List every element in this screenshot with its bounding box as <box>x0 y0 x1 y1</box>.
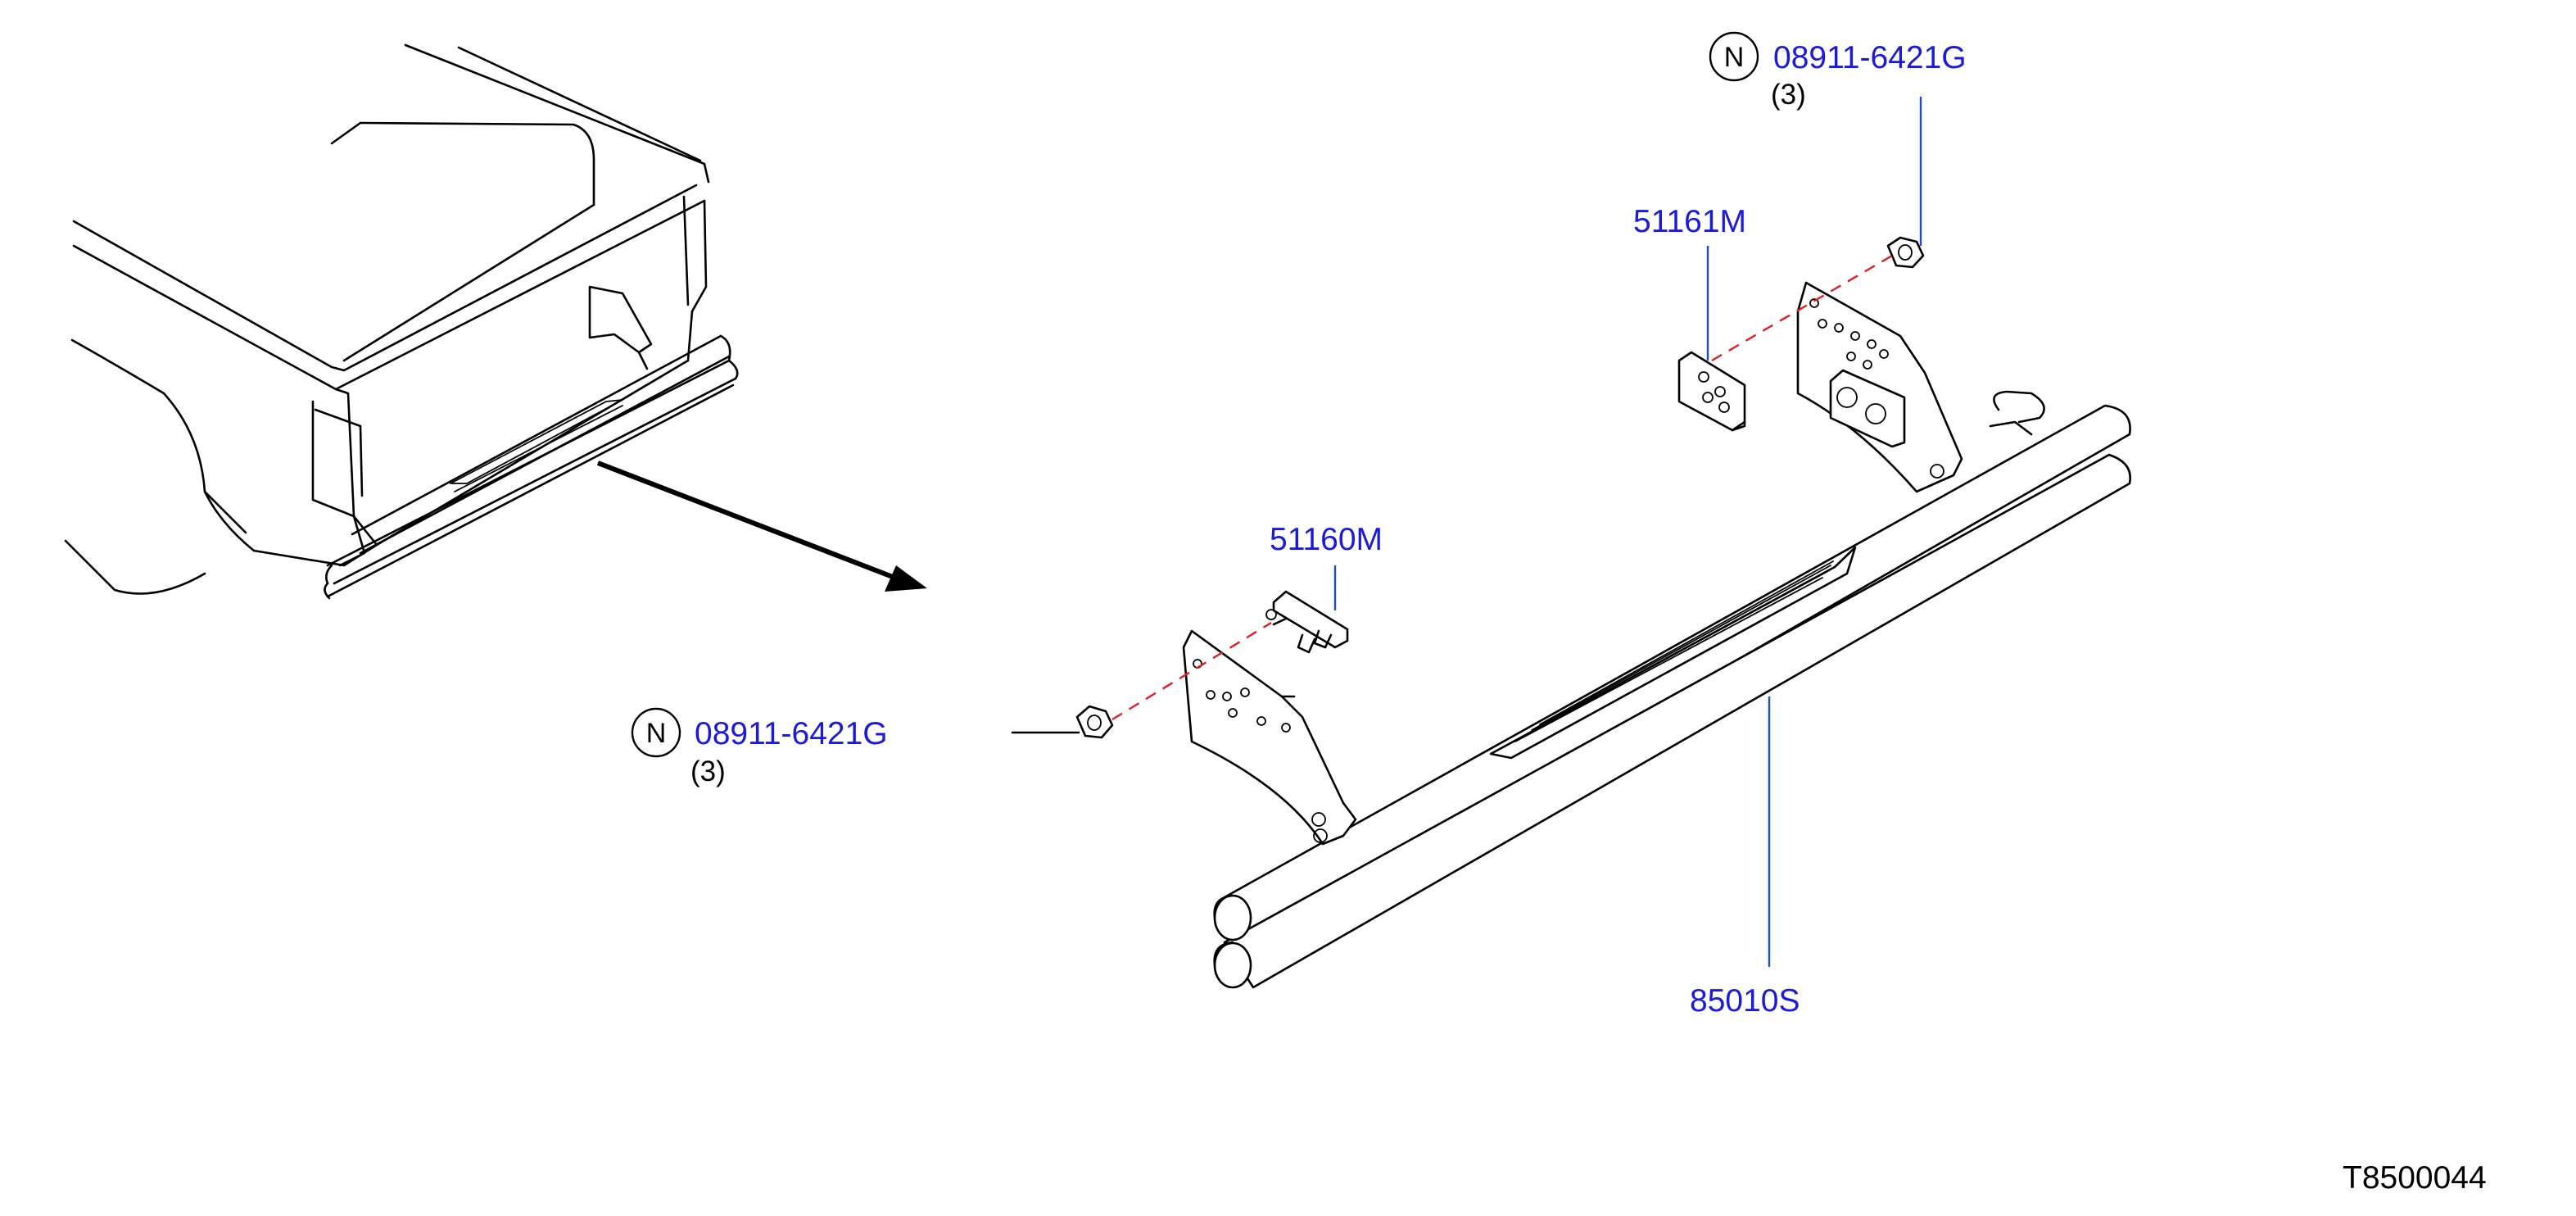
flange-nut-left[interactable] <box>1075 705 1114 739</box>
n-mark-circle <box>1709 31 1759 82</box>
part-number-label[interactable]: 85010S <box>1690 983 1800 1019</box>
callout-nut-left[interactable]: N 08911-6421G (3) <box>631 707 888 787</box>
leader-lines <box>1012 97 1922 967</box>
n-mark-text: N <box>1724 42 1745 73</box>
part-number-label[interactable]: 08911-6421G <box>695 716 888 751</box>
diagram-code: T8500044 <box>2343 1160 2487 1196</box>
callout-bracket-right[interactable]: 51161M <box>1633 204 1746 239</box>
quantity-label: (3) <box>1771 79 1806 111</box>
truck-rear-overview <box>64 43 739 600</box>
tube-end-upper <box>1213 894 1252 941</box>
callout-nut-top[interactable]: N 08911-6421G (3) <box>1709 31 1967 111</box>
n-mark-text: N <box>646 718 667 749</box>
direction-arrow <box>596 461 927 592</box>
part-number-label[interactable]: 51161M <box>1633 204 1746 239</box>
flange-nut-top[interactable] <box>1886 236 1925 269</box>
alignment-lines <box>1111 254 1893 721</box>
part-number-label[interactable]: 51160M <box>1270 522 1383 557</box>
callout-bracket-left[interactable]: 51160M <box>1270 522 1383 557</box>
part-number-label[interactable]: 08911-6421G <box>1773 40 1967 75</box>
left-mounting-plate <box>1182 629 1357 846</box>
right-mounting-plate <box>1796 281 1963 493</box>
step-bar[interactable] <box>1213 390 2131 989</box>
callout-step-bar[interactable]: 85010S <box>1690 983 1800 1019</box>
bracket-51161m[interactable] <box>1677 351 1746 432</box>
n-mark-circle <box>631 707 681 758</box>
quantity-label: (3) <box>690 755 726 787</box>
tube-end-lower <box>1213 941 1252 989</box>
bracket-51160m[interactable] <box>1265 590 1349 654</box>
